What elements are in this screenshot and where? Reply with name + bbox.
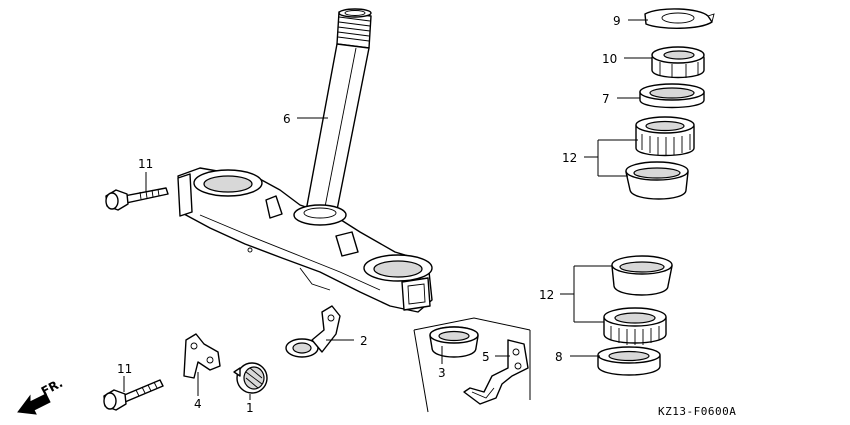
callout-9: 9 (613, 14, 621, 28)
bracket-4 (183, 333, 221, 379)
steering-stem (305, 8, 372, 216)
front-direction-arrow: FR. (17, 376, 65, 415)
callout-1: 1 (246, 401, 254, 415)
bottom-bridge (177, 167, 433, 313)
leader-lines (123, 19, 652, 400)
callout-10: 10 (602, 52, 617, 66)
callout-8: 8 (555, 350, 563, 364)
callout-labels: 9 10 7 6 12 11 12 2 3 5 8 11 4 1 (117, 14, 621, 415)
callout-5: 5 (482, 350, 490, 364)
arrow-icon (17, 393, 51, 415)
callout-7: 7 (602, 92, 610, 106)
callout-11-upper: 11 (138, 157, 153, 171)
grommet-3 (429, 326, 479, 358)
upper-bearing-12 (635, 116, 695, 157)
steering-nut-10 (651, 46, 705, 79)
lock-washer-9 (644, 8, 715, 29)
callout-12-lower: 12 (539, 288, 554, 302)
callout-2: 2 (360, 334, 368, 348)
clamp-2 (285, 305, 341, 358)
clip-5 (463, 339, 529, 405)
lower-bearing-12 (603, 307, 667, 345)
callout-11-lower: 11 (117, 362, 132, 376)
lower-race-12 (611, 255, 673, 296)
callout-12-upper: 12 (562, 151, 577, 165)
callout-4: 4 (194, 397, 202, 411)
cap-1 (233, 362, 268, 394)
callout-3: 3 (438, 366, 446, 380)
group-outline (413, 317, 531, 413)
callout-6: 6 (283, 112, 291, 126)
dust-seal-7 (639, 83, 705, 109)
diagram-part-code: KZ13-F0600A (658, 405, 736, 418)
bolt-11-lower (103, 379, 164, 411)
bolt-11-upper (105, 187, 169, 211)
direction-label: FR. (39, 376, 65, 399)
upper-race-12 (625, 161, 689, 200)
dust-seal-8 (597, 346, 661, 376)
